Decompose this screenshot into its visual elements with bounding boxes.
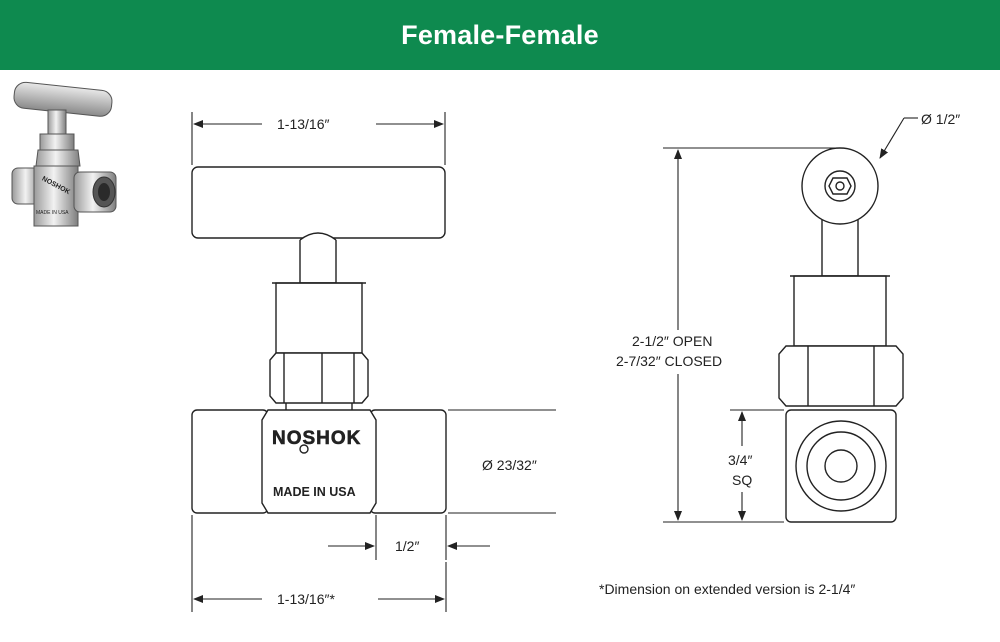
dim-handle-diameter: Ø 1/2″ <box>921 111 960 127</box>
dim-port-diameter: Ø 23/32″ <box>482 457 537 473</box>
footnote: *Dimension on extended version is 2-1/4″ <box>599 581 855 597</box>
front-dimensions <box>191 112 556 612</box>
dim-overall-length: 1-13/16″* <box>277 591 335 607</box>
dim-body-size: 3/4″ <box>728 452 752 468</box>
side-dimensions <box>663 117 918 523</box>
bonnet <box>275 282 363 354</box>
brand-logo: NOSHOK <box>272 428 361 454</box>
stem <box>299 240 337 284</box>
header-banner: Female-Female <box>0 0 1000 70</box>
dim-height-closed: 2-7/32″ CLOSED <box>616 353 722 369</box>
valve-body <box>261 409 377 514</box>
dim-height-open: 2-1/2″ OPEN <box>632 333 712 349</box>
thumbnail-made-in: MADE IN USA <box>36 210 69 216</box>
hex-nut <box>269 352 369 404</box>
made-in-usa-label: MADE IN USA <box>273 485 356 499</box>
side-hex-nut <box>778 345 904 407</box>
t-handle <box>191 166 446 239</box>
dim-body-size-sq: SQ <box>732 472 752 488</box>
front-view <box>191 166 447 514</box>
side-view <box>778 147 904 523</box>
dim-top-width: 1-13/16″ <box>277 116 329 132</box>
dim-port-depth: 1/2″ <box>395 538 419 554</box>
page-title: Female-Female <box>401 19 599 50</box>
valve-thumbnail: NOSHOK MADE IN USA <box>11 81 117 227</box>
left-port <box>191 409 269 514</box>
right-port <box>369 409 447 514</box>
side-bonnet <box>793 275 887 347</box>
brand-text: NOSHOK <box>272 428 361 449</box>
